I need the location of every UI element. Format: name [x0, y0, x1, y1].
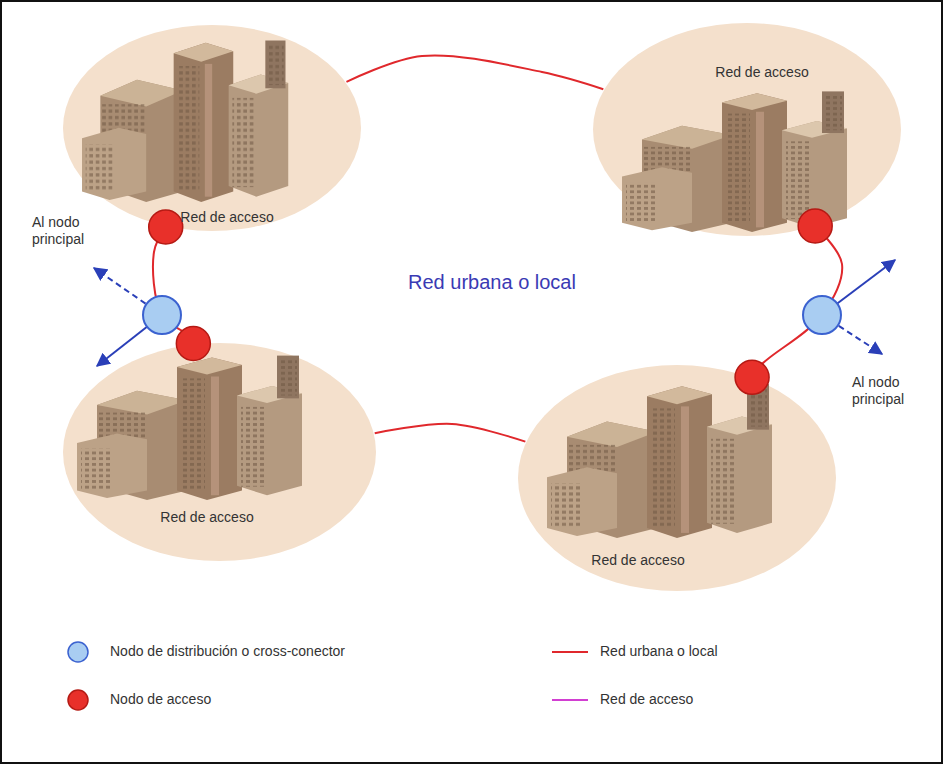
area-label: Red de acceso — [160, 509, 253, 526]
urban-ring-link — [375, 424, 526, 442]
legend-text: Nodo de acceso — [110, 691, 211, 708]
legend-sample — [550, 688, 590, 712]
direction-note: Al nodo principal — [852, 374, 928, 408]
legend-text: Red urbana o local — [600, 643, 718, 660]
legend-sample — [60, 688, 100, 712]
direction-note: Al nodo principal — [32, 214, 108, 248]
legend-sample — [60, 640, 100, 664]
area-shape — [62, 24, 362, 232]
legend-text: Red de acceso — [600, 691, 693, 708]
legend-symbol — [68, 642, 88, 662]
area-shape — [592, 22, 902, 237]
legend-sample — [550, 640, 590, 664]
buildings-illustration — [77, 356, 302, 500]
access-node — [798, 209, 832, 243]
access-node — [176, 327, 210, 361]
area-label: Red de acceso — [715, 64, 808, 81]
access-network-area: Red de acceso — [517, 364, 837, 592]
area-ellipse — [63, 343, 376, 561]
urban-ring-link — [752, 226, 842, 377]
buildings-illustration — [82, 41, 288, 203]
legend-line — [552, 699, 588, 701]
legend-text: Nodo de distribución o cross-conector — [110, 643, 345, 660]
urban-ring-link — [346, 55, 603, 89]
distribution-node — [803, 296, 841, 334]
network-title: Red urbana o local — [408, 274, 576, 291]
access-network-area: Red de acceso — [592, 22, 902, 237]
legend-line — [552, 651, 588, 653]
area-ellipse — [593, 23, 901, 236]
access-network-area: Red de acceso — [62, 342, 377, 562]
area-label: Red de acceso — [591, 552, 684, 569]
access-node — [149, 210, 183, 244]
access-node — [735, 360, 769, 394]
area-shape — [62, 342, 377, 562]
access-network-area: Red de acceso — [62, 24, 362, 232]
distribution-node — [143, 296, 181, 334]
legend-symbol — [68, 690, 88, 710]
area-ellipse — [63, 25, 361, 231]
area-label: Red de acceso — [180, 209, 273, 226]
area-ellipse — [518, 365, 836, 591]
buildings-illustration — [547, 384, 772, 538]
